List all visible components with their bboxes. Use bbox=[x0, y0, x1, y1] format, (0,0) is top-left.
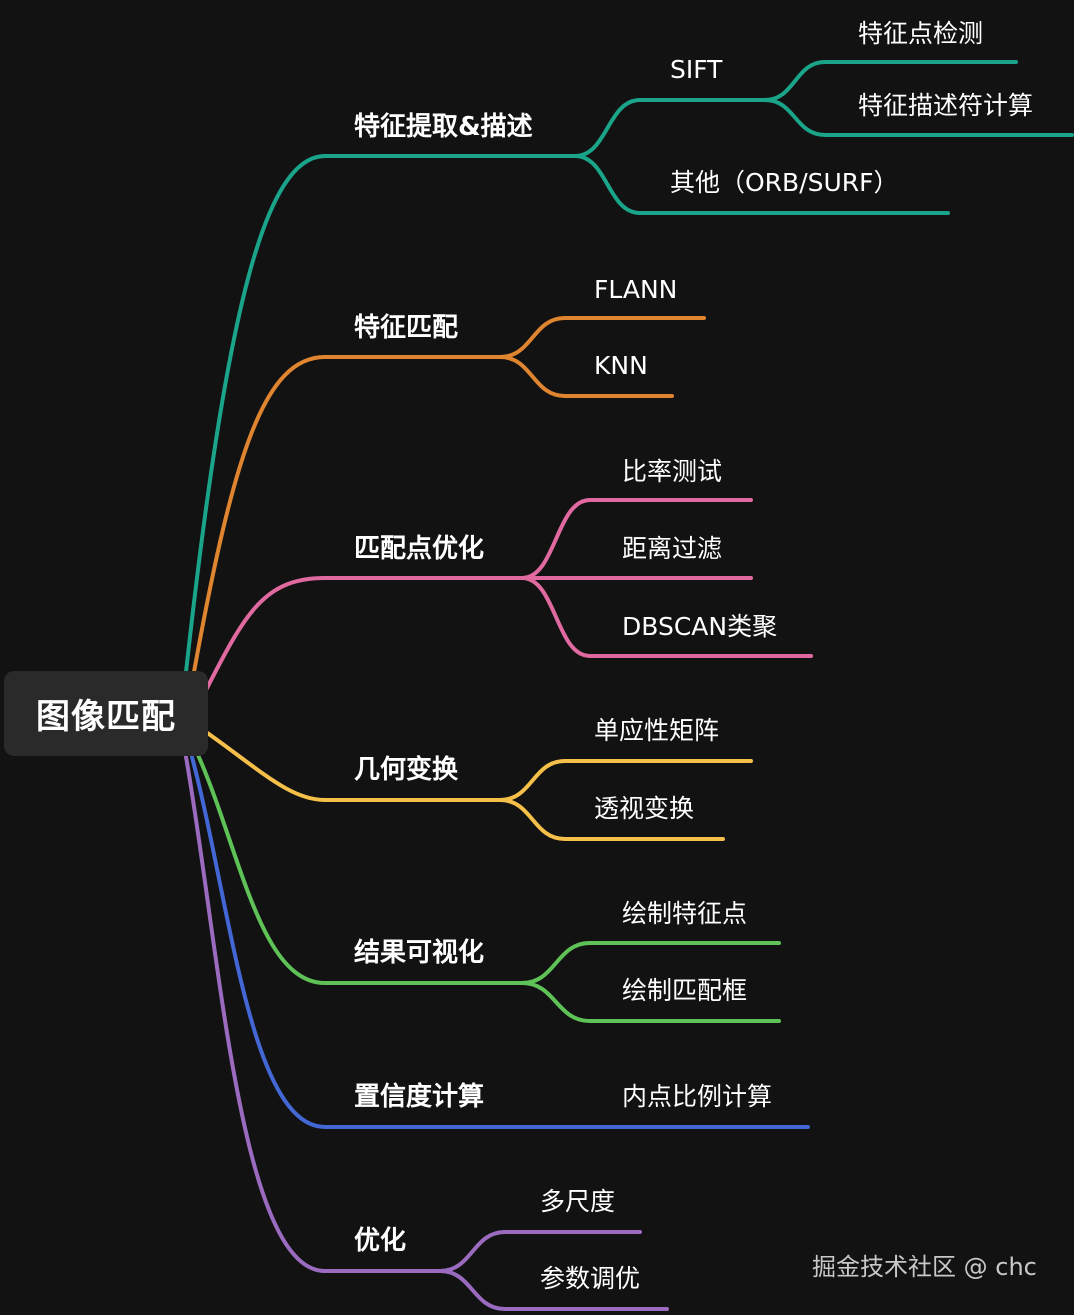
node-inlier-ratio[interactable]: 内点比例计算 bbox=[622, 1082, 773, 1111]
link-opt-ratio bbox=[520, 498, 753, 580]
link-root-optimization bbox=[184, 755, 442, 1273]
link-extraction-sift bbox=[573, 98, 767, 158]
link-matching-knn bbox=[498, 355, 674, 398]
node-param-tuning[interactable]: 参数调优 bbox=[540, 1264, 641, 1293]
root-node[interactable]: 图像匹配 bbox=[4, 671, 208, 756]
link-geo-perspective bbox=[498, 798, 725, 841]
node-flann[interactable]: FLANN bbox=[594, 275, 678, 304]
link-extraction-other bbox=[573, 154, 950, 215]
link-opt-dbscan bbox=[520, 576, 813, 658]
link-geo-homography bbox=[498, 759, 753, 802]
link-root-result-visualization bbox=[196, 753, 524, 985]
node-draw-keypoints[interactable]: 绘制特征点 bbox=[622, 899, 748, 928]
root-label: 图像匹配 bbox=[36, 697, 176, 737]
node-feature-matching[interactable]: 特征匹配 bbox=[354, 313, 459, 343]
node-multiscale[interactable]: 多尺度 bbox=[540, 1187, 616, 1216]
link-root-geometric-transform bbox=[204, 730, 502, 802]
link-root-feature-extraction bbox=[184, 154, 577, 674]
node-feature-extraction[interactable]: 特征提取&描述 bbox=[354, 112, 533, 142]
node-sift[interactable]: SIFT bbox=[670, 55, 723, 84]
node-ratio-test[interactable]: 比率测试 bbox=[622, 457, 723, 486]
link-optim-params bbox=[438, 1269, 669, 1311]
link-matching-flann bbox=[498, 316, 706, 359]
node-distance-filter[interactable]: 距离过滤 bbox=[622, 534, 723, 563]
node-geometric-transform[interactable]: 几何变换 bbox=[354, 755, 459, 785]
node-optimization[interactable]: 优化 bbox=[354, 1226, 407, 1256]
node-dbscan[interactable]: DBSCAN类聚 bbox=[622, 612, 778, 641]
node-other-orb-surf[interactable]: 其他（ORB/SURF） bbox=[670, 168, 899, 197]
node-keypoint-detection[interactable]: 特征点检测 bbox=[858, 19, 984, 48]
node-knn[interactable]: KNN bbox=[594, 351, 648, 380]
node-result-visualization[interactable]: 结果可视化 bbox=[354, 938, 485, 968]
link-optim-multiscale bbox=[438, 1230, 642, 1273]
node-descriptor-compute[interactable]: 特征描述符计算 bbox=[858, 91, 1034, 120]
node-homography[interactable]: 单应性矩阵 bbox=[594, 716, 720, 745]
link-root-match-optimization bbox=[204, 576, 524, 692]
node-match-optimization[interactable]: 匹配点优化 bbox=[354, 534, 485, 564]
link-root-feature-matching bbox=[192, 355, 502, 674]
link-root-confidence bbox=[190, 755, 810, 1129]
node-draw-box[interactable]: 绘制匹配框 bbox=[622, 976, 748, 1005]
link-vis-keypoints bbox=[520, 941, 781, 985]
link-vis-box bbox=[520, 981, 781, 1023]
link-sift-descriptor bbox=[763, 98, 1074, 137]
node-confidence[interactable]: 置信度计算 bbox=[354, 1082, 485, 1112]
link-sift-detection bbox=[763, 60, 1018, 102]
node-perspective[interactable]: 透视变换 bbox=[594, 794, 695, 823]
watermark: 掘金技术社区 @ chc bbox=[812, 1253, 1037, 1281]
